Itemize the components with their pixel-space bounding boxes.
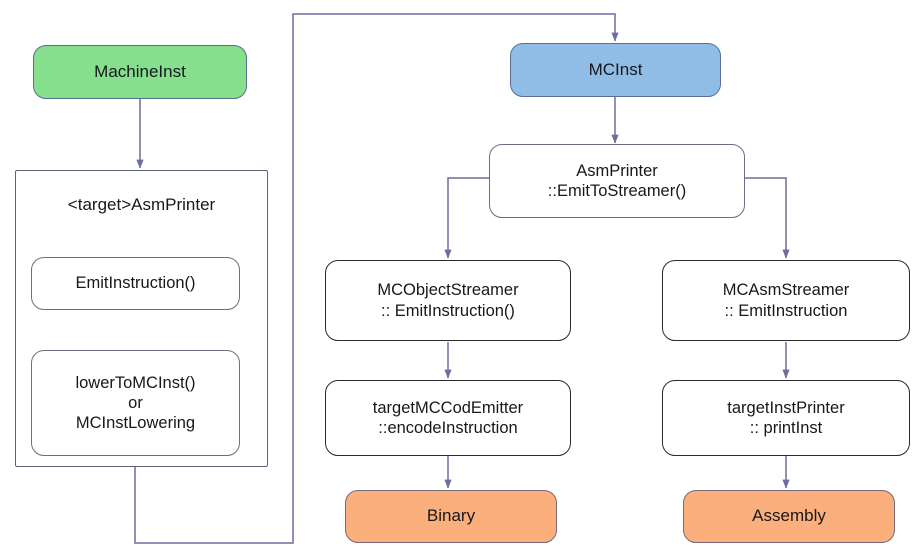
node-mcobjectstreamer[interactable]: MCObjectStreamer :: EmitInstruction() (325, 260, 571, 341)
node-targetmccodemitter[interactable]: targetMCCodEmitter ::encodeInstruction (325, 380, 571, 456)
node-binary[interactable]: Binary (345, 490, 557, 543)
node-emitinstruction[interactable]: EmitInstruction() (31, 257, 240, 310)
node-assembly[interactable]: Assembly (683, 490, 895, 543)
node-machineinst[interactable]: MachineInst (33, 45, 247, 99)
node-mcinst[interactable]: MCInst (510, 43, 721, 97)
node-mcasmstreamer[interactable]: MCAsmStreamer :: EmitInstruction (662, 260, 910, 341)
edge-emittostreamer-to-mcobjectstreamer (444, 177, 490, 259)
node-asmprinter-emittostreamer[interactable]: AsmPrinter ::EmitToStreamer() (489, 144, 745, 218)
node-lowertomcinst[interactable]: lowerToMCInst() or MCInstLowering (31, 350, 240, 456)
target-asmprinter-title: <target>AsmPrinter (67, 195, 216, 214)
edge-emittostreamer-to-mcasmstreamer (744, 177, 790, 259)
node-targetinstprinter[interactable]: targetInstPrinter :: printInst (662, 380, 910, 456)
